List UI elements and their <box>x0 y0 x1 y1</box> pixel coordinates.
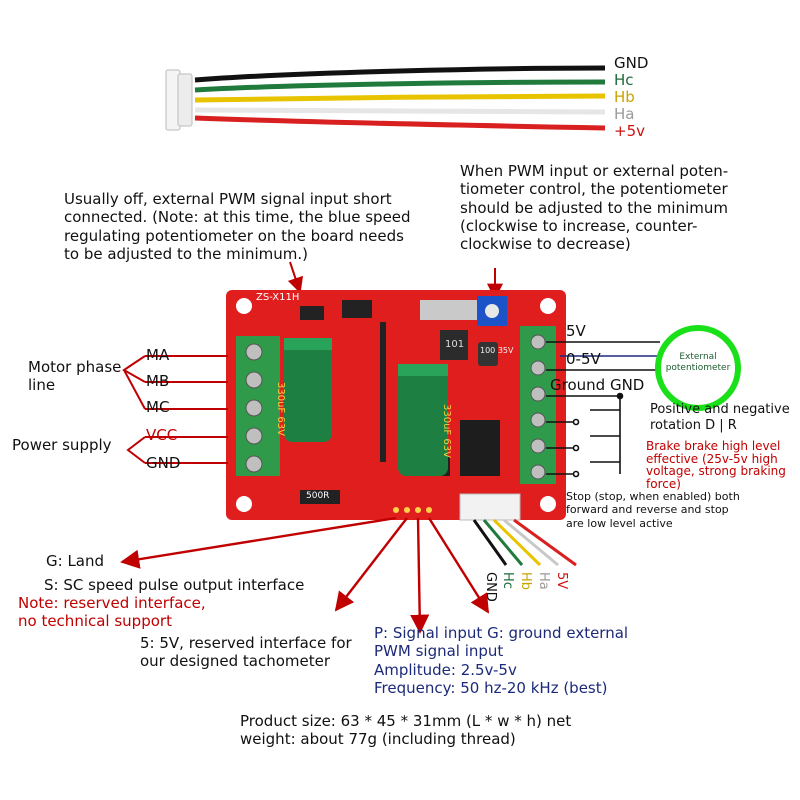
terminal-5v-label: 5V <box>566 322 586 340</box>
stop-label: Stop (stop, when enabled) both forward a… <box>566 490 740 530</box>
power-supply-label: Power supply <box>12 436 112 454</box>
product-size-label: Product size: 63 * 45 * 31mm (L * w * h)… <box>240 712 572 749</box>
terminal-0-5v-label: 0-5V <box>566 350 601 368</box>
board-model-label: ZS-X11H <box>256 292 300 303</box>
inductor-label: 101 <box>445 339 465 350</box>
connector-5v-label: 5V <box>554 572 569 590</box>
reserved-note-label: Note: reserved interface, no technical s… <box>18 594 206 631</box>
terminal-ground-label: Ground GND <box>550 376 645 394</box>
connector-gnd-label: GND <box>483 572 498 602</box>
five-v-label: 5: 5V, reserved interface for our design… <box>140 634 352 671</box>
mini-cap-label: 100 35V <box>480 346 514 355</box>
wire-label-ha: Ha <box>614 105 635 123</box>
connector-ha-label: Ha <box>536 572 551 590</box>
sc-speed-label: S: SC speed pulse output interface <box>44 576 305 594</box>
pcb <box>226 290 566 521</box>
resistor-label: 500R <box>306 491 330 501</box>
terminal-mc-label: MC <box>146 398 170 416</box>
g-land-label: G: Land <box>46 552 105 570</box>
connector-hc-label: Hc <box>500 572 515 589</box>
direction-label: Positive and negative rotation D | R <box>650 402 790 433</box>
capacitor-2-label: 330uF 63V <box>441 404 452 458</box>
hall-sensor-cable <box>165 65 606 131</box>
external-pot-circle <box>655 325 741 411</box>
terminal-vcc-label: VCC <box>146 426 178 444</box>
note-pwm-pot: When PWM input or external poten- tiomet… <box>460 162 729 254</box>
wire-label-hb: Hb <box>614 88 635 106</box>
connector-hb-label: Hb <box>518 572 533 591</box>
wire-label-hc: Hc <box>614 71 634 89</box>
note-pwm-short: Usually off, external PWM signal input s… <box>64 190 411 263</box>
motor-phase-line-label: Motor phase line <box>28 358 122 395</box>
terminal-mb-label: MB <box>146 372 170 390</box>
wire-label-5v: +5v <box>614 122 645 140</box>
terminal-ma-label: MA <box>146 346 170 364</box>
wire-label-gnd: GND <box>614 54 649 72</box>
terminal-gnd-label: GND <box>146 454 181 472</box>
external-pot-label: External potentiometer <box>665 352 731 373</box>
brake-label: Brake brake high level effective (25v-5v… <box>646 439 786 491</box>
pwm-input-label: P: Signal input G: ground external PWM s… <box>374 624 629 697</box>
capacitor-1-label: 330uF 63V <box>275 382 286 436</box>
